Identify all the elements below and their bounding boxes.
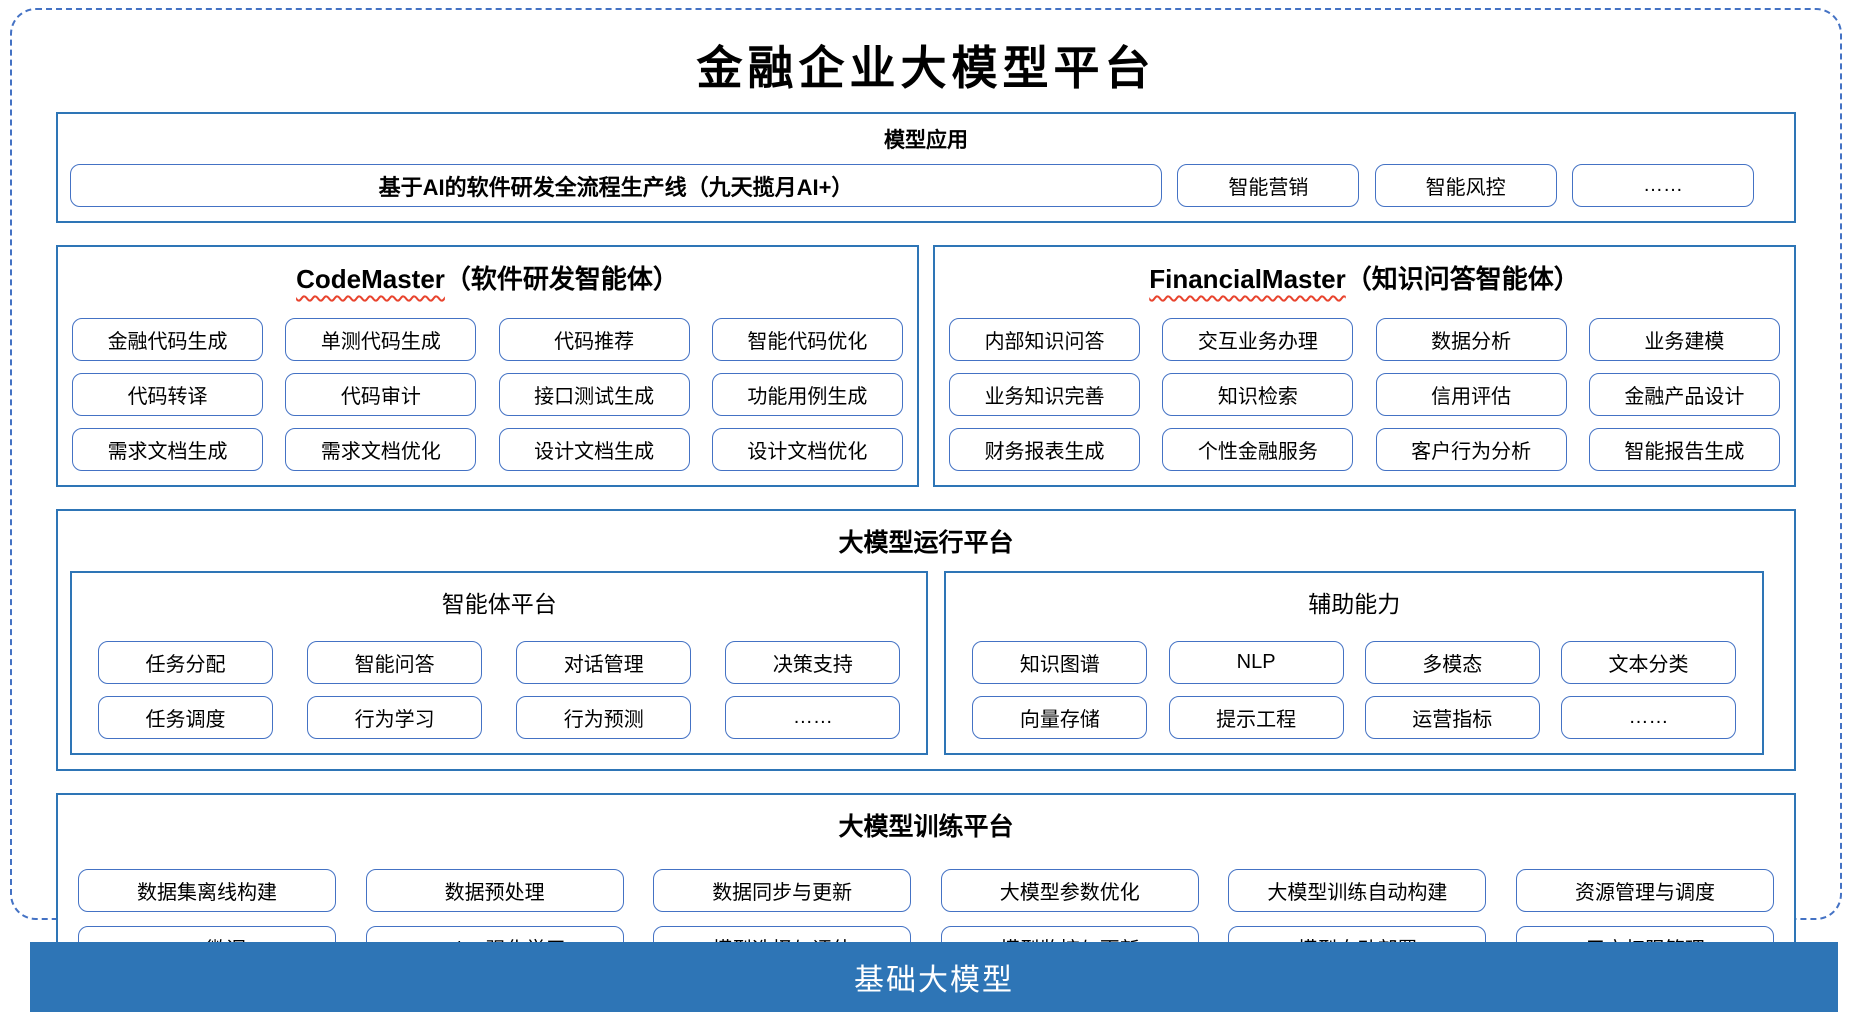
capability-box: 知识检索 <box>1162 373 1354 416</box>
runtime-panels: 智能体平台 任务分配智能问答对话管理决策支持 任务调度行为学习行为预测 …… 辅助… <box>70 571 1782 755</box>
capability-box: 知识图谱 <box>972 641 1148 684</box>
capability-box: 金融产品设计 <box>1588 373 1780 416</box>
capability-box: 数据预处理 <box>365 869 624 912</box>
application-box: …… <box>1571 164 1754 207</box>
section-agents: CodeMaster（软件研发智能体） 金融代码生成单测代码生成代码推荐智能代码… <box>56 245 1796 487</box>
financialmaster-row-2: 业务知识完善知识检索信用评估金融产品设计 <box>949 373 1780 416</box>
capability-box: 决策支持 <box>725 641 901 684</box>
platform-container: 金融企业大模型平台 模型应用 基于AI的软件研发全流程生产线（九天揽月AI+） … <box>10 8 1842 985</box>
capability-box: 内部知识问答 <box>949 318 1141 361</box>
financialmaster-row-1: 内部知识问答交互业务办理数据分析业务建模 <box>949 318 1780 361</box>
capability-box: 信用评估 <box>1375 373 1567 416</box>
training-row-1: 数据集离线构建数据预处理数据同步与更新大模型参数优化大模型训练自动构建资源管理与… <box>70 869 1782 912</box>
training-platform-title: 大模型训练平台 <box>838 813 1014 841</box>
financialmaster-row-3: 财务报表生成个性金融服务客户行为分析智能报告生成 <box>949 428 1780 471</box>
auxiliary-capability-title: 辅助能力 <box>1308 591 1401 617</box>
capability-box: 任务调度 <box>98 696 273 739</box>
auxiliary-row-2: 向量存储提示工程运营指标 …… <box>966 696 1742 739</box>
agent-platform-row-2: 任务调度行为学习行为预测 …… <box>92 696 906 739</box>
capability-box: 文本分类 <box>1561 641 1736 684</box>
financialmaster-title-en: FinancialMaster <box>1149 264 1346 294</box>
capability-box: 代码审计 <box>285 373 477 416</box>
capability-box: 智能代码优化 <box>711 318 903 361</box>
capability-box: 代码推荐 <box>498 318 690 361</box>
codemaster-row-1: 金融代码生成单测代码生成代码推荐智能代码优化 <box>72 318 903 361</box>
capability-box: 功能用例生成 <box>711 373 903 416</box>
capability-box: NLP <box>1168 641 1344 684</box>
capability-box: 数据分析 <box>1375 318 1567 361</box>
capability-box: 需求文档优化 <box>285 428 477 471</box>
capability-box: 数据集离线构建 <box>78 869 336 912</box>
capability-box: 大模型训练自动构建 <box>1228 869 1487 912</box>
capability-box: 接口测试生成 <box>498 373 690 416</box>
page-title: 金融企业大模型平台 <box>696 41 1156 95</box>
foundation-model-bar: 基础大模型 <box>30 942 1838 1012</box>
capability-box: 大模型参数优化 <box>940 869 1199 912</box>
model-application-title: 模型应用 <box>884 129 968 152</box>
capability-box: 代码转译 <box>72 373 264 416</box>
capability-box: 智能报告生成 <box>1588 428 1780 471</box>
model-application-row: 基于AI的软件研发全流程生产线（九天揽月AI+） 智能营销智能风控 …… <box>70 164 1782 207</box>
capability-box: 交互业务办理 <box>1162 318 1354 361</box>
capability-box: 任务分配 <box>98 641 273 684</box>
capability-box: …… <box>725 696 901 739</box>
financialmaster-title-zh: （知识问答智能体） <box>1345 264 1580 294</box>
financialmaster-title: FinancialMaster（知识问答智能体） <box>949 253 1780 306</box>
panel-financialmaster: FinancialMaster（知识问答智能体） 内部知识问答交互业务办理数据分… <box>933 245 1796 487</box>
capability-box: 个性金融服务 <box>1162 428 1354 471</box>
codemaster-title: CodeMaster（软件研发智能体） <box>72 253 903 306</box>
codemaster-title-en: CodeMaster <box>296 264 445 294</box>
capability-box: 设计文档生成 <box>498 428 690 471</box>
capability-box: 数据同步与更新 <box>653 869 912 912</box>
foundation-model-label: 基础大模型 <box>854 964 1014 997</box>
capability-box: 业务知识完善 <box>949 373 1141 416</box>
capability-box: 行为预测 <box>516 696 692 739</box>
capability-box: 向量存储 <box>972 696 1148 739</box>
capability-box: 财务报表生成 <box>949 428 1141 471</box>
capability-box: 单测代码生成 <box>285 318 477 361</box>
runtime-platform-title: 大模型运行平台 <box>838 529 1014 557</box>
panel-agent-platform: 智能体平台 任务分配智能问答对话管理决策支持 任务调度行为学习行为预测 …… <box>70 571 929 755</box>
capability-box: …… <box>1561 696 1736 739</box>
capability-box: 运营指标 <box>1364 696 1540 739</box>
capability-box: 多模态 <box>1364 641 1540 684</box>
agent-platform-title: 智能体平台 <box>441 591 557 617</box>
capability-box: 客户行为分析 <box>1375 428 1567 471</box>
capability-box: 金融代码生成 <box>72 318 264 361</box>
panel-codemaster: CodeMaster（软件研发智能体） 金融代码生成单测代码生成代码推荐智能代码… <box>56 245 919 487</box>
capability-box: 提示工程 <box>1168 696 1344 739</box>
capability-box: 业务建模 <box>1588 318 1780 361</box>
capability-box: 需求文档生成 <box>72 428 264 471</box>
application-box: 智能风控 <box>1374 164 1557 207</box>
capability-box: 智能问答 <box>307 641 483 684</box>
auxiliary-row-1: 知识图谱 NLP 多模态文本分类 <box>966 641 1742 684</box>
capability-box: 对话管理 <box>516 641 692 684</box>
codemaster-title-zh: （软件研发智能体） <box>444 264 679 294</box>
capability-box: 设计文档优化 <box>711 428 903 471</box>
capability-box: 资源管理与调度 <box>1515 869 1774 912</box>
application-box: 智能营销 <box>1177 164 1360 207</box>
agent-platform-row-1: 任务分配智能问答对话管理决策支持 <box>92 641 906 684</box>
ai-pipeline-box: 基于AI的软件研发全流程生产线（九天揽月AI+） <box>70 164 1162 207</box>
section-model-application: 模型应用 基于AI的软件研发全流程生产线（九天揽月AI+） 智能营销智能风控 …… <box>56 112 1796 223</box>
codemaster-row-2: 代码转译代码审计接口测试生成功能用例生成 <box>72 373 903 416</box>
panel-auxiliary-capability: 辅助能力 知识图谱 NLP 多模态文本分类 向量存储提示工程运营指标 …… <box>944 571 1764 755</box>
section-runtime-platform: 大模型运行平台 智能体平台 任务分配智能问答对话管理决策支持 任务调度行为学习行… <box>56 509 1796 771</box>
capability-box: 行为学习 <box>307 696 483 739</box>
codemaster-row-3: 需求文档生成需求文档优化设计文档生成设计文档优化 <box>72 428 903 471</box>
